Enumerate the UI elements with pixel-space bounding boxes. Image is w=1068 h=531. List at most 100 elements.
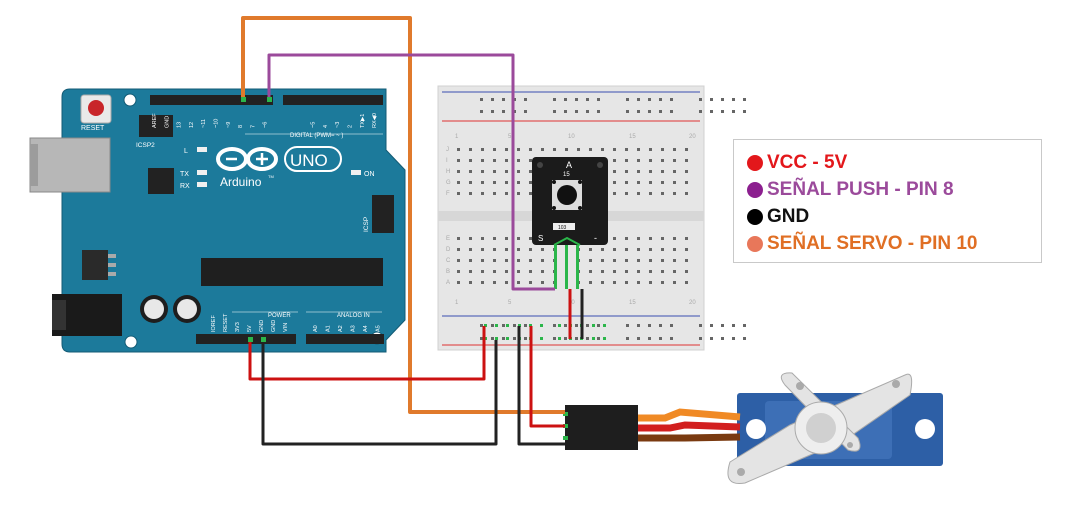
breadboard-hole (529, 170, 532, 173)
breadboard-hole (743, 324, 746, 327)
breadboard-hole (625, 170, 628, 173)
breadboard-hole (586, 98, 589, 101)
breadboard-hole (481, 170, 484, 173)
breadboard-hole (524, 110, 527, 113)
row-letter: B (446, 269, 450, 275)
breadboard-hole (637, 259, 640, 262)
breadboard-hole (661, 181, 664, 184)
breadboard-hole (505, 148, 508, 151)
breadboard-hole (541, 281, 544, 284)
breadboard-hole (732, 337, 735, 340)
breadboard-hole (637, 337, 640, 340)
digital-pin-label: GND (164, 116, 170, 128)
breadboard-hole (659, 324, 662, 327)
breadboard-hole (505, 237, 508, 240)
breadboard-hole (626, 337, 629, 340)
breadboard-hole (529, 248, 532, 251)
breadboard-hole (661, 248, 664, 251)
breadboard-hole (517, 159, 520, 162)
breadboard-hole (721, 110, 724, 113)
digital-pin-label: 12 (189, 122, 195, 128)
breadboard-hole (469, 270, 472, 273)
module-pin-minus: - (594, 233, 597, 243)
breadboard-hole (469, 192, 472, 195)
breadboard-hole (481, 148, 484, 151)
breadboard-hole (637, 281, 640, 284)
breadboard-hole (505, 159, 508, 162)
legend-item-servo: SEÑAL SERVO - PIN 10 (747, 230, 1041, 257)
breadboard-hole (589, 248, 592, 251)
breadboard-hole (625, 281, 628, 284)
breadboard-hole (541, 270, 544, 273)
column-number: 20 (689, 134, 696, 140)
breadboard-hole (575, 337, 578, 340)
breadboard-hole (673, 281, 676, 284)
breadboard-hole (661, 170, 664, 173)
digital-pin-label: 8 (238, 125, 244, 128)
brand-label: Arduino (220, 175, 262, 189)
breadboard-hole (491, 98, 494, 101)
breadboard-hole (637, 181, 640, 184)
column-number: 1 (455, 134, 459, 140)
module-part-label: 15 (563, 172, 570, 178)
legend-item-gnd: GND (747, 203, 1041, 230)
breadboard-hole (457, 148, 460, 151)
row-letter: C (446, 258, 451, 264)
wires (241, 16, 584, 446)
column-number: 5 (508, 134, 512, 140)
column-number: 5 (508, 300, 512, 306)
breadboard-hole (661, 148, 664, 151)
breadboard-hole (721, 98, 724, 101)
breadboard-hole (553, 110, 556, 113)
breadboard-hole (661, 281, 664, 284)
breadboard-hole (721, 324, 724, 327)
breadboard-hole (457, 181, 460, 184)
power-pin-label: 5V (247, 325, 253, 332)
voltage-regulator (82, 250, 108, 280)
atmega-chip (201, 258, 383, 286)
breadboard-hole (553, 324, 556, 327)
breadboard-hole (613, 170, 616, 173)
module-pin-s: S (538, 234, 543, 243)
breadboard-hole (625, 181, 628, 184)
breadboard-hole (649, 270, 652, 273)
analog-pin-label: A5 (376, 325, 382, 332)
breadboard-hole (565, 148, 568, 151)
reset-button-cap[interactable] (88, 100, 104, 116)
module-resistor (553, 223, 575, 230)
breadboard-hole (517, 237, 520, 240)
breadboard-hole (625, 237, 628, 240)
breadboard-hole (649, 259, 652, 262)
digital-pin-label: TX▶1 (360, 114, 366, 128)
icsp-header (372, 195, 394, 233)
digital-pin-label: ~9 (226, 122, 232, 128)
row-letter: J (446, 147, 449, 153)
breadboard-hole (589, 270, 592, 273)
breadboard-hole (661, 192, 664, 195)
breadboard-hole (564, 98, 567, 101)
analog-header-label: ANALOG IN (337, 313, 370, 319)
led-label-tx: TX (180, 171, 189, 178)
row-letter: H (446, 169, 450, 175)
breadboard-hole (505, 170, 508, 173)
breadboard-hole (469, 237, 472, 240)
breadboard-hole (457, 159, 460, 162)
breadboard-hole (491, 337, 494, 340)
breadboard-hole (732, 324, 735, 327)
analog-pin-label: A3 (351, 325, 357, 332)
breadboard-hole (699, 324, 702, 327)
wire-vcc-arduino (248, 326, 486, 381)
breadboard-hole (685, 192, 688, 195)
breadboard-hole (648, 337, 651, 340)
breadboard-hole (661, 159, 664, 162)
breadboard-hole (529, 259, 532, 262)
breadboard-hole (589, 281, 592, 284)
legend-label-push: SEÑAL PUSH - PIN 8 (767, 178, 954, 200)
analog-pin-label: A1 (326, 325, 332, 332)
icsp2-label: ICSP2 (136, 142, 155, 149)
arduino-uno-board: RESET ICSP2 ICSP UNO Arduino (29, 88, 406, 353)
breadboard-hole (493, 259, 496, 262)
breadboard-hole (505, 281, 508, 284)
breadboard-hole (625, 259, 628, 262)
